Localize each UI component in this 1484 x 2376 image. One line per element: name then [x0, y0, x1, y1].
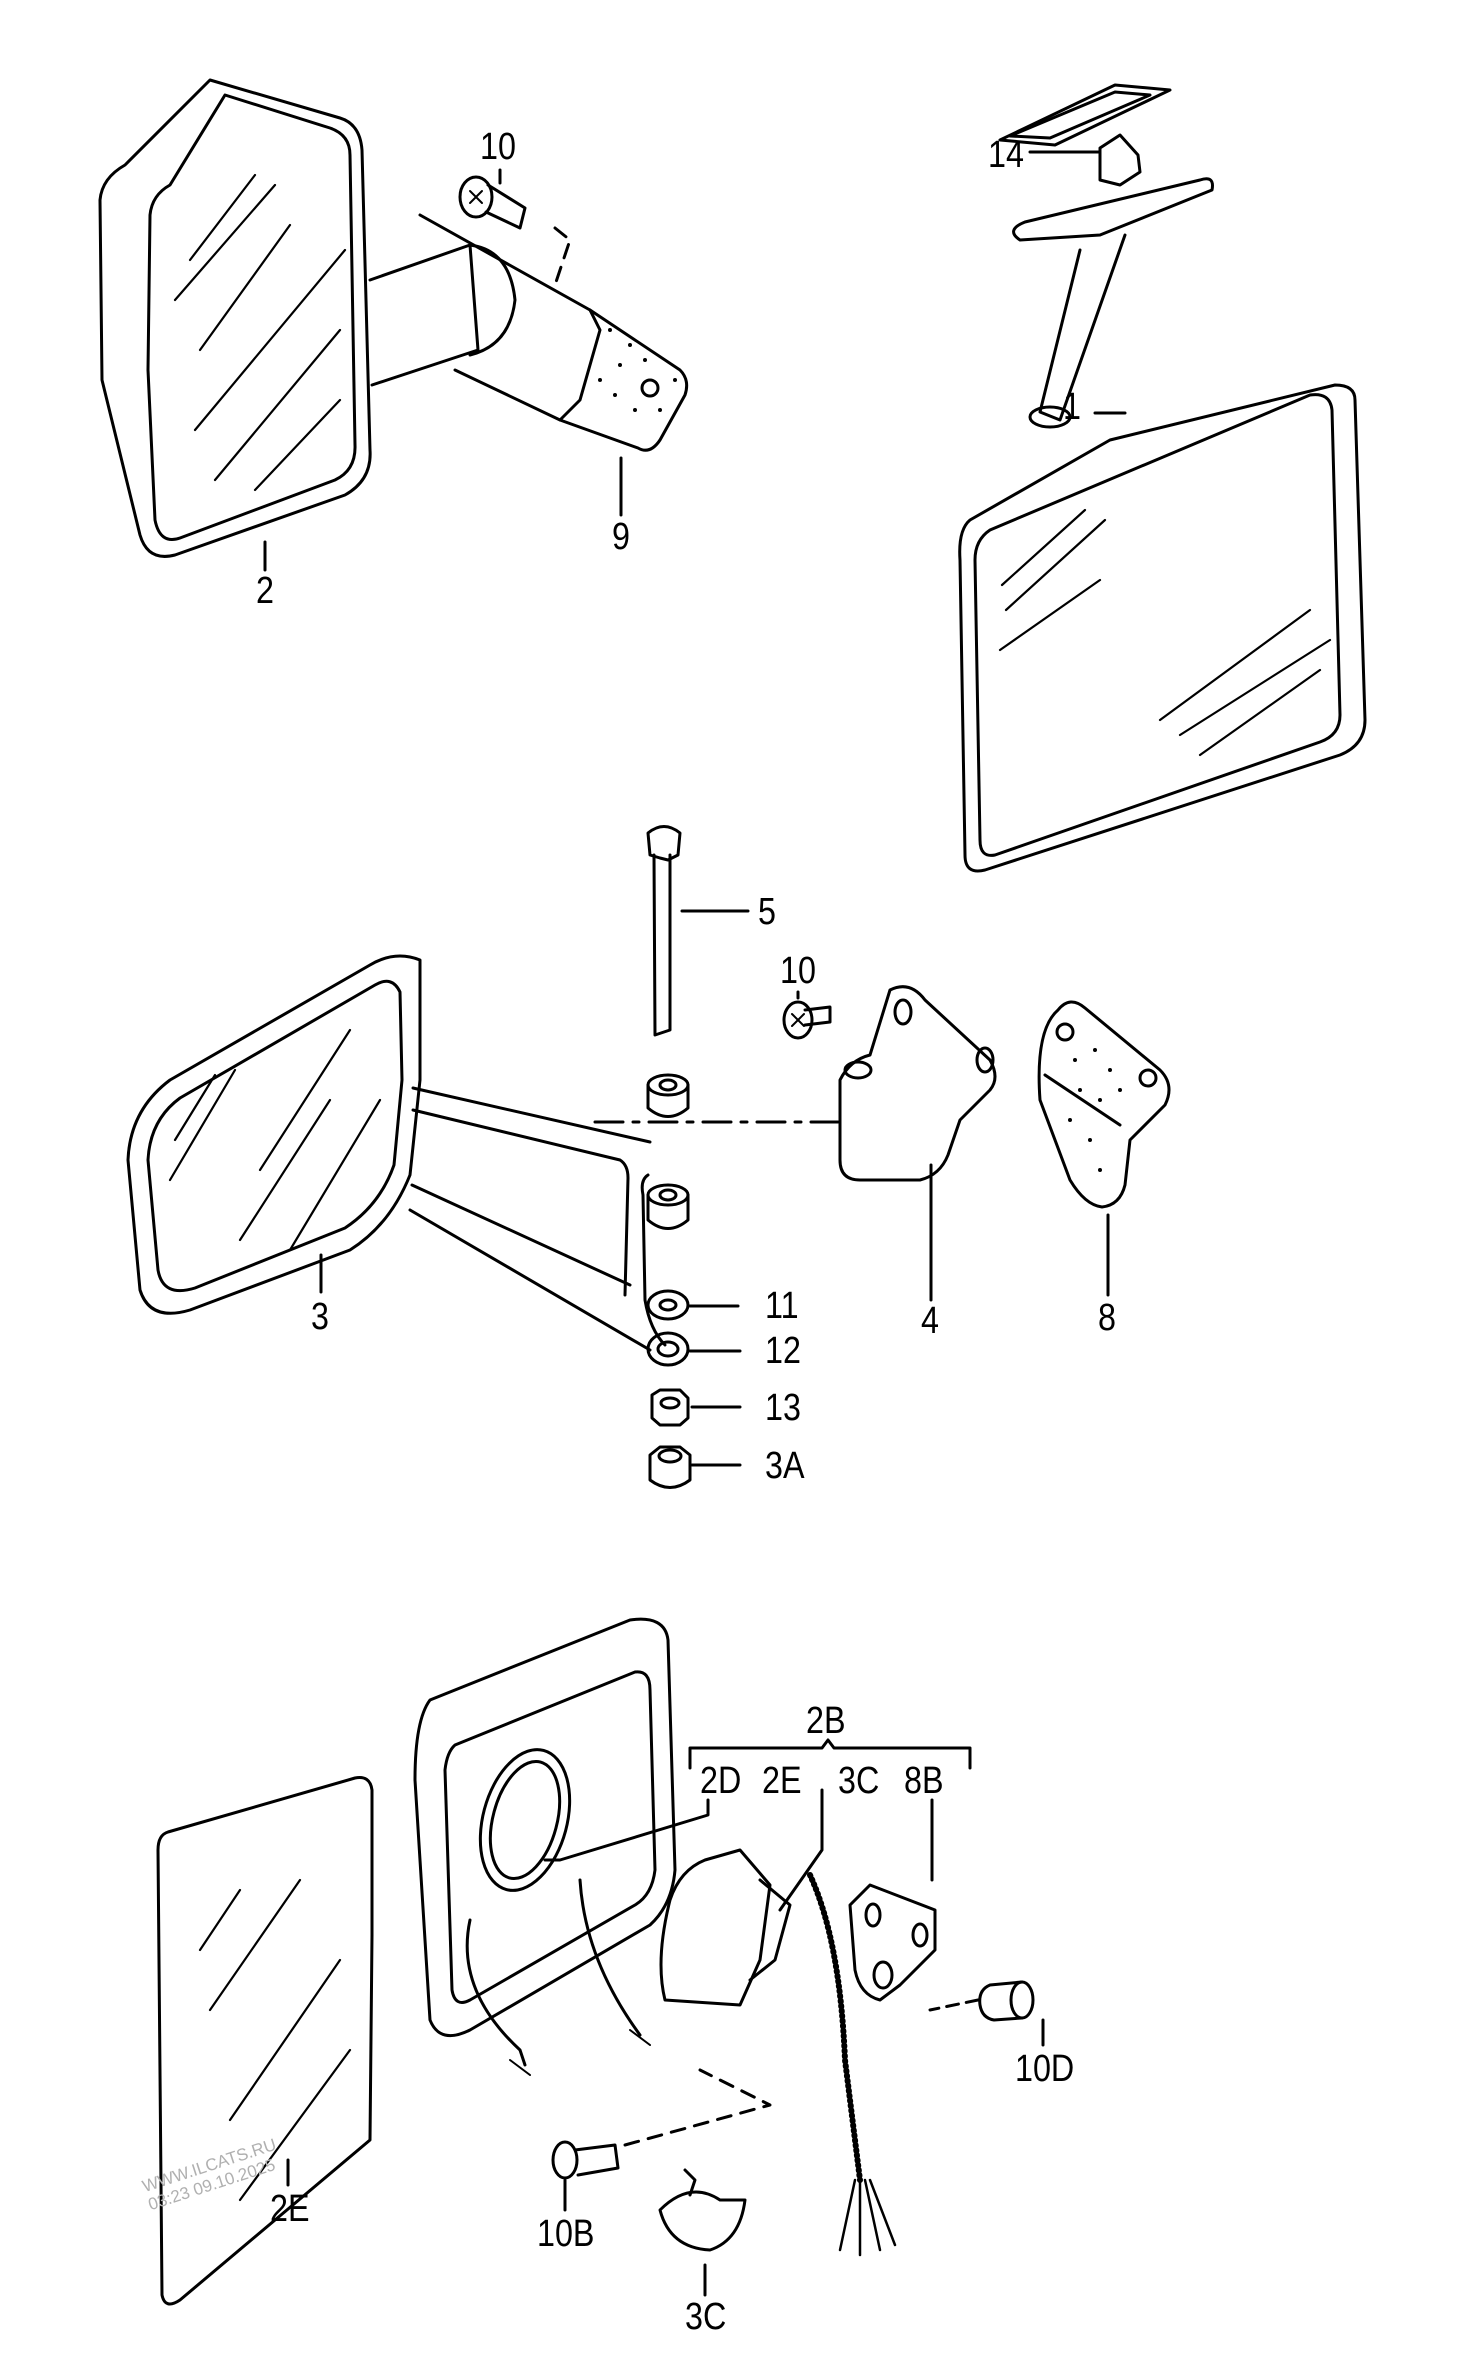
leader-2E-group: [778, 1788, 824, 1912]
callout-2[interactable]: 2: [256, 570, 274, 612]
part-8B-gasket: [848, 1883, 937, 2002]
callout-3[interactable]: 3: [311, 1296, 329, 1338]
part-4-bracket: [838, 985, 997, 1182]
callout-9[interactable]: 9: [612, 516, 630, 558]
part-adjuster-base: [659, 1848, 792, 2007]
part-5-pin: [646, 825, 682, 1037]
group-bracket-2B: [688, 1738, 972, 1770]
callout-10-mid[interactable]: 10: [780, 950, 816, 992]
callout-8[interactable]: 8: [1098, 1297, 1116, 1339]
callout-1[interactable]: 1: [1063, 386, 1081, 428]
callout-2E-group[interactable]: 2E: [762, 1760, 802, 1802]
callout-10B[interactable]: 10B: [537, 2213, 595, 2255]
part-10D-plug: [928, 1980, 1035, 2022]
part-12-washer: [646, 1331, 690, 1367]
callout-4[interactable]: 4: [921, 1300, 939, 1342]
part-2-exterior-mirror: [98, 78, 372, 558]
leader-2D: [543, 1798, 710, 1862]
part-10B-screw: [551, 2068, 772, 2180]
callout-12[interactable]: 12: [765, 1330, 801, 1372]
part-2E-mirror-glass: [156, 1776, 374, 2306]
part-3C-cover: [658, 2168, 747, 2252]
stipple-texture: [598, 328, 677, 412]
callout-5[interactable]: 5: [758, 891, 776, 933]
part-11-washer: [646, 1289, 690, 1321]
callout-10[interactable]: 10: [480, 126, 516, 168]
callout-11[interactable]: 11: [765, 1285, 799, 1327]
part-3A-cap-nut: [648, 1445, 692, 1489]
callout-3C[interactable]: 3C: [685, 2296, 727, 2338]
callout-3A[interactable]: 3A: [765, 1445, 805, 1487]
callout-3C-group[interactable]: 3C: [838, 1760, 880, 1802]
part-1-rearview-mirror: [958, 83, 1367, 873]
part-13-hex-nut: [650, 1388, 690, 1427]
part-8-gasket: [1037, 1000, 1171, 1209]
wiring-harness: [807, 1872, 863, 2183]
callout-2B[interactable]: 2B: [806, 1700, 846, 1742]
part-mirror-housing: [413, 1617, 677, 2076]
part-10-screw-top: [458, 175, 572, 287]
part-3-mirror-with-arm: [126, 954, 690, 1352]
callout-10D[interactable]: 10D: [1015, 2048, 1075, 2090]
part-10-screw-mid: [782, 1000, 832, 1040]
callout-2D[interactable]: 2D: [700, 1760, 742, 1802]
part-9-mounting-arm: [368, 213, 689, 452]
callout-13[interactable]: 13: [765, 1387, 801, 1429]
callout-14[interactable]: 14: [988, 134, 1024, 176]
callout-2E[interactable]: 2E: [270, 2188, 310, 2230]
stipple-texture: [1068, 1048, 1122, 1172]
callout-8B[interactable]: 8B: [904, 1760, 944, 1802]
